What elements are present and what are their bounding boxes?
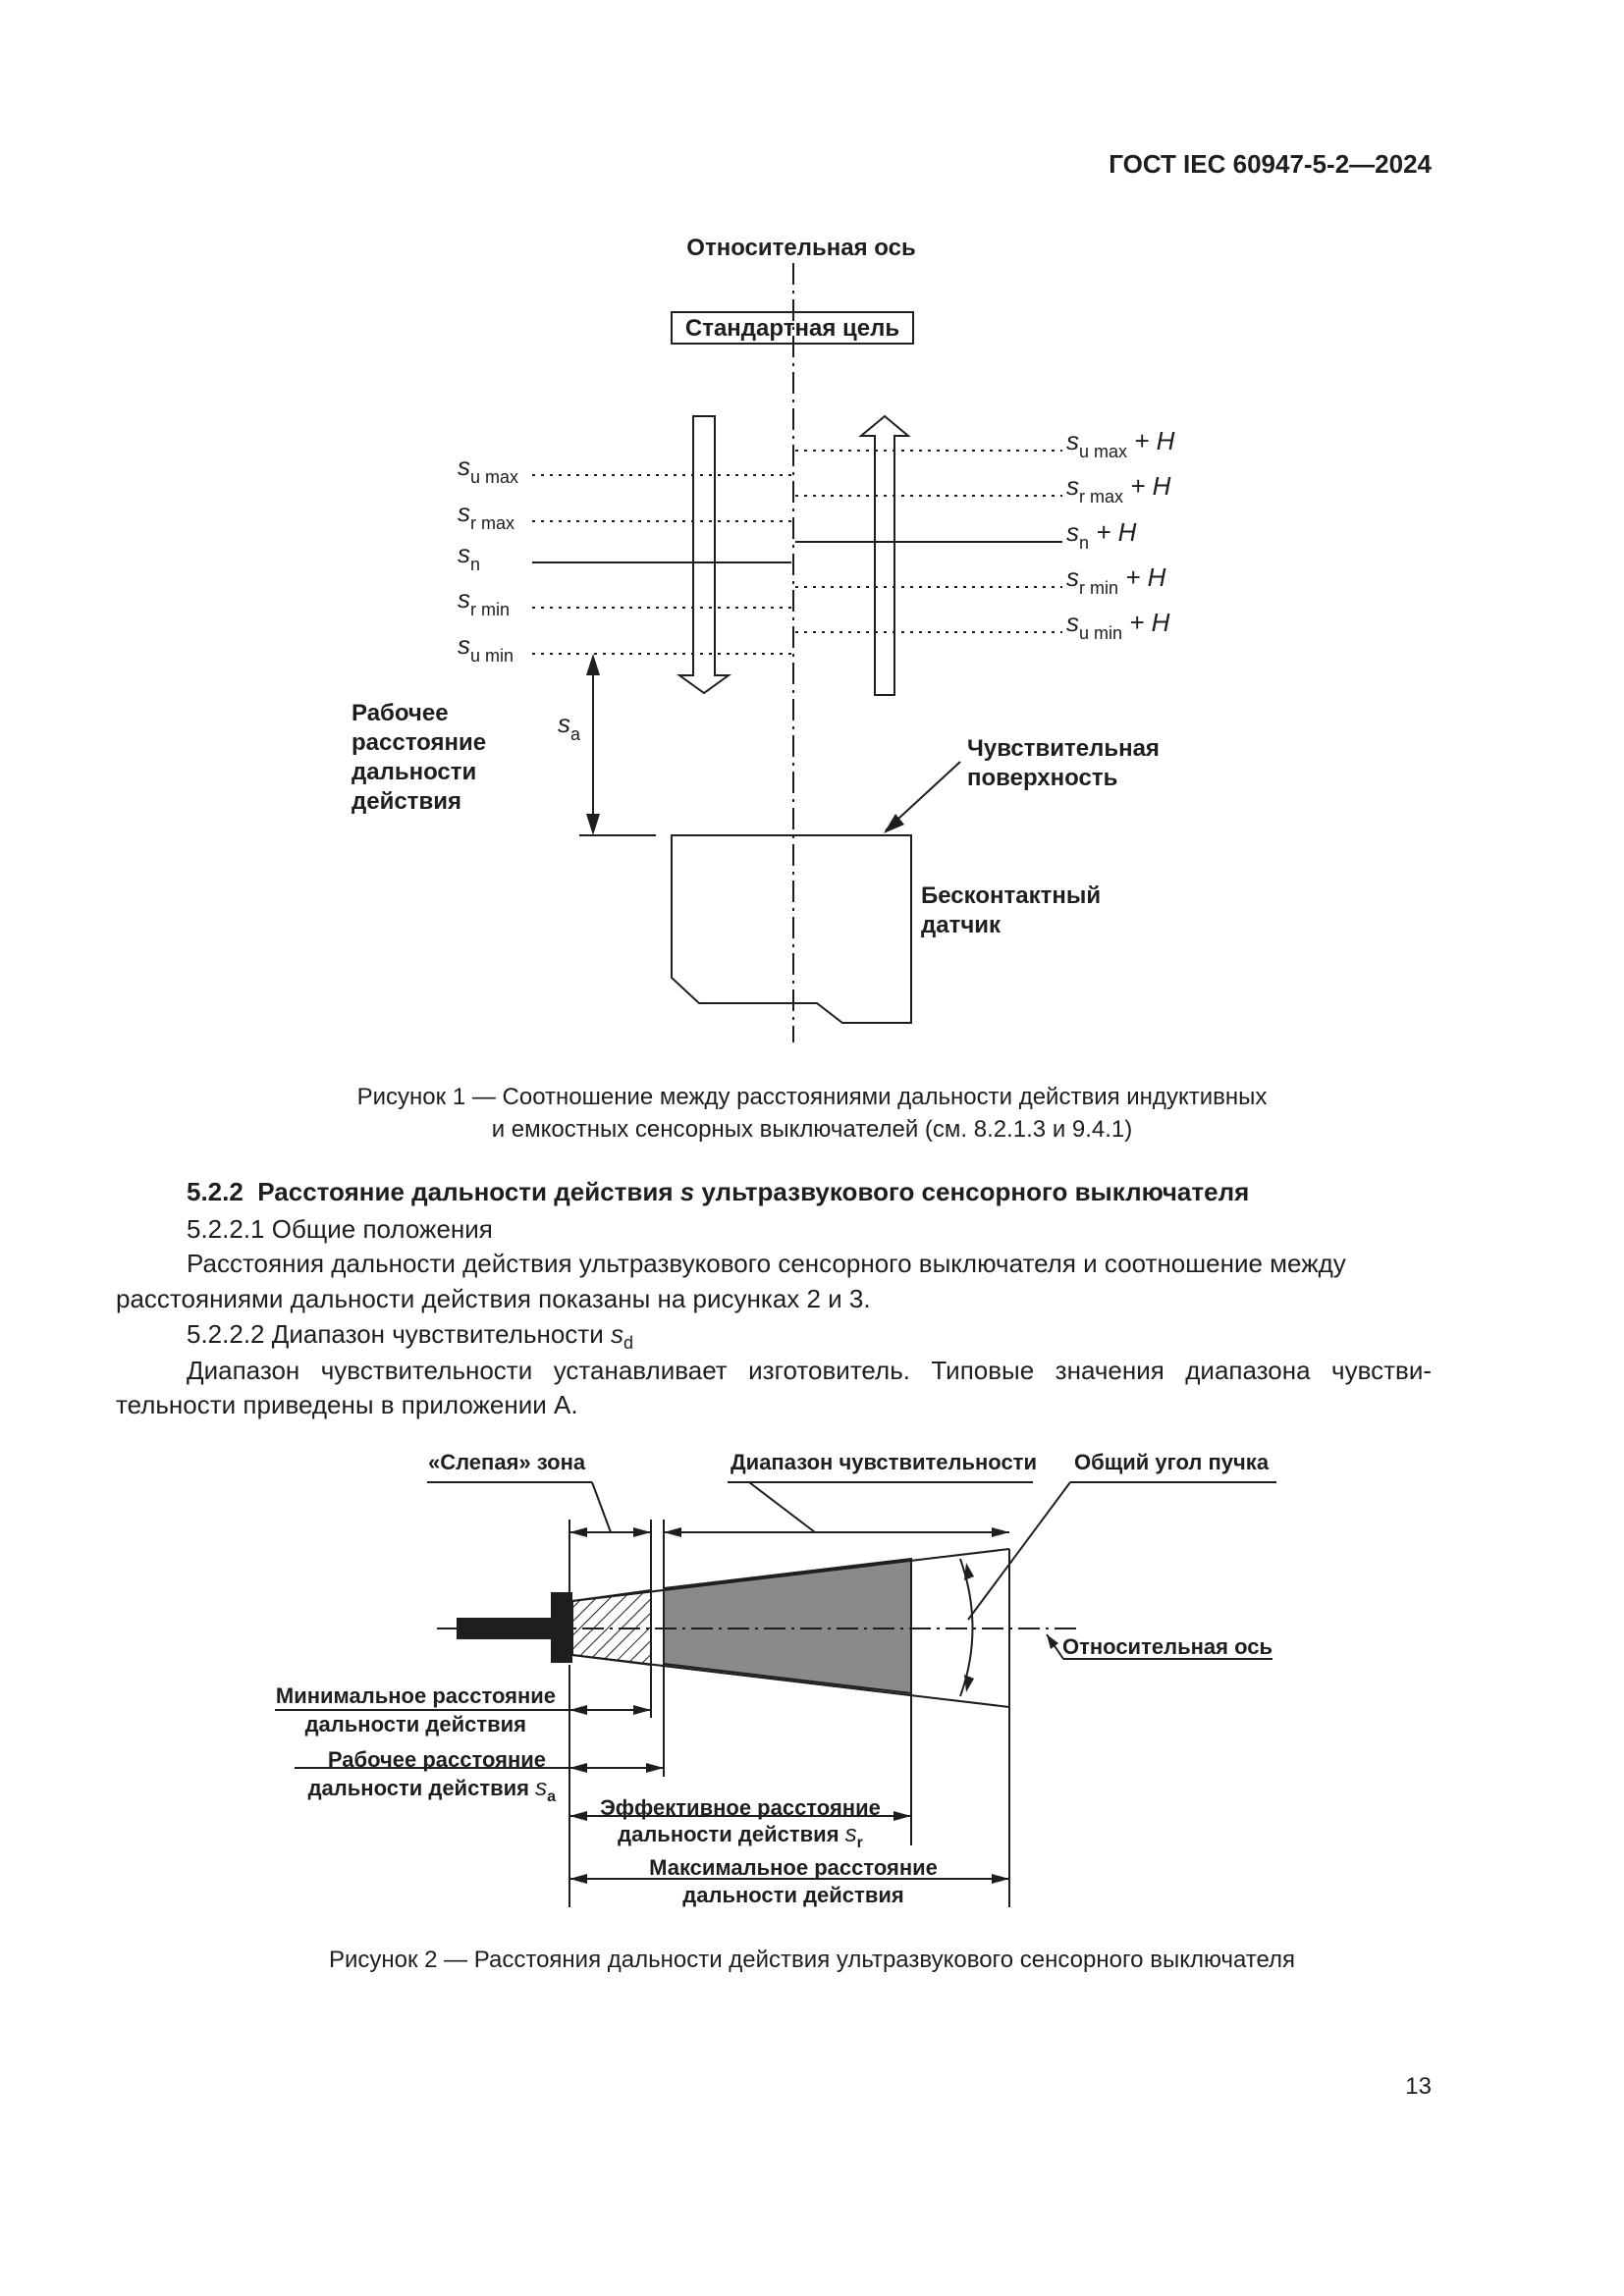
figure-2-diagram: «Слепая» зона Диапазон чувствительности …: [275, 1450, 1276, 1907]
svg-text:действия: действия: [352, 788, 461, 815]
up-arrow: [858, 414, 911, 696]
down-arrow: [676, 415, 732, 695]
svg-text:поверхность: поверхность: [967, 765, 1117, 791]
paragraph-2-line-2: тельности приведены в приложении А.: [116, 1390, 578, 1419]
proximity-sensor-body: [671, 834, 912, 1024]
figure-1-diagram: Относительная ось Стандартная цель su ma…: [352, 235, 1175, 1042]
label-su-max-left: su max: [458, 452, 518, 487]
svg-text:Рабочее: Рабочее: [352, 700, 449, 726]
label-su-min-left: su min: [458, 630, 514, 666]
target-label: Стандартная цель: [685, 315, 899, 342]
proximity-sensor-label: Бесконтактный датчик: [921, 882, 1101, 938]
label-su-min-right: su min + H: [1066, 608, 1170, 643]
label-sn-left: sn: [458, 539, 480, 574]
figure-1-caption: Рисунок 1 — Соотношение между расстояния…: [196, 1081, 1428, 1146]
paragraph-1-line-2: расстояниями дальности действия показаны…: [116, 1284, 871, 1313]
page-number: 13: [1405, 2073, 1432, 2100]
beam-angle-label: Общий угол пучка: [1074, 1450, 1270, 1474]
sensing-surface-label: Чувствительная поверхность: [967, 735, 1160, 791]
max-distance-label-1: Максимальное расстояние: [649, 1855, 938, 1880]
max-distance-label-2: дальности действия: [682, 1883, 903, 1907]
blind-zone-label: «Слепая» зона: [428, 1450, 586, 1474]
min-distance-label-2: дальности действия: [305, 1712, 526, 1736]
working-distance-label: Рабочее расстояние дальности действия: [352, 700, 486, 815]
paragraph-2-line-1: Диапазон чувствительности устанавливает …: [187, 1356, 1432, 1385]
figure-1-caption-line1: Рисунок 1 — Соотношение между расстояния…: [356, 1084, 1268, 1110]
svg-text:датчик: датчик: [921, 912, 1001, 938]
sensor-cable: [457, 1618, 553, 1639]
svg-text:дальности: дальности: [352, 759, 476, 785]
label-su-max-right: su max + H: [1066, 426, 1175, 461]
subsection-sensing-range: 5.2.2.2 Диапазон чувствительности sd: [187, 1319, 633, 1354]
sensing-range-label: Диапазон чувствительности: [731, 1450, 1037, 1474]
effective-distance-label-1: Эффективное расстояние: [600, 1795, 881, 1820]
working-distance-label-1: Рабочее расстояние: [328, 1747, 546, 1772]
label-sn-right: sn + H: [1066, 517, 1137, 553]
sensing-range-area: [663, 1557, 912, 1695]
svg-text:Чувствительная: Чувствительная: [967, 735, 1160, 762]
svg-text:Бесконтактный: Бесконтактный: [921, 882, 1101, 909]
subsection-general: 5.2.2.1 Общие положения: [187, 1214, 493, 1244]
axis-label: Относительная ось: [686, 235, 915, 261]
label-sr-max-right: sr max + H: [1066, 471, 1171, 507]
document-header: ГОСТ IEC 60947-5-2—2024: [1109, 149, 1432, 179]
section-heading: 5.2.2 Расстояние дальности действия s ул…: [187, 1177, 1250, 1206]
label-sr-min-right: sr min + H: [1066, 562, 1166, 598]
figure-2-caption: Рисунок 2 — Расстояния дальности действи…: [328, 1947, 1296, 1973]
effective-distance-label-2: дальности действия sr: [618, 1821, 863, 1851]
working-distance-label-2: дальности действия sa: [308, 1775, 557, 1805]
paragraph-1-line-1: Расстояния дальности действия ультразвук…: [187, 1249, 1346, 1278]
label-sr-max-left: sr max: [458, 498, 514, 533]
figure-1-caption-line2: и емкостных сенсорных выключателей (см. …: [491, 1116, 1133, 1143]
svg-text:расстояние: расстояние: [352, 729, 486, 756]
label-sr-min-left: sr min: [458, 584, 510, 619]
standard-target-box: [671, 311, 914, 345]
label-sa: sa: [558, 709, 581, 744]
reference-axis-label: Относительная ось: [1062, 1634, 1272, 1659]
min-distance-label-1: Минимальное расстояние: [276, 1683, 556, 1708]
